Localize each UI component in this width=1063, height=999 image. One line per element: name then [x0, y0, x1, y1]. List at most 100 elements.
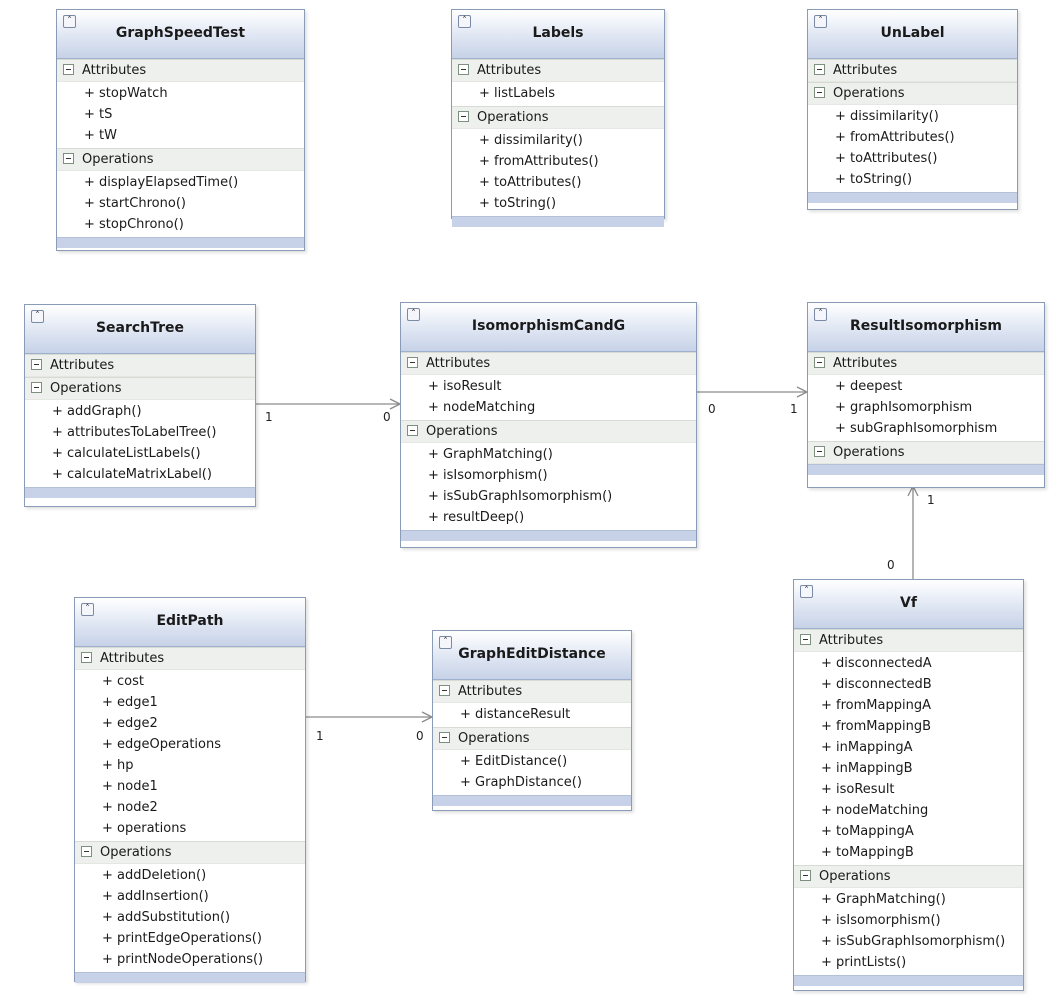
minus-box-icon[interactable]	[63, 64, 74, 75]
attribute-item[interactable]: + inMappingB	[821, 761, 913, 776]
attributes-section-header[interactable]: Attributes	[452, 59, 664, 82]
attribute-item[interactable]: + fromMappingA	[821, 698, 931, 713]
attributes-section-header[interactable]: Attributes	[57, 59, 304, 82]
class-unlabel[interactable]: ˄ UnLabel Attributes Operations + dissim…	[807, 9, 1018, 210]
minus-box-icon[interactable]	[800, 870, 811, 881]
operation-item[interactable]: + EditDistance()	[460, 754, 568, 769]
operation-item[interactable]: + addDeletion()	[102, 868, 207, 883]
attribute-item[interactable]: + isoResult	[428, 379, 502, 394]
class-labels[interactable]: ˄ Labels Attributes + listLabels Operati…	[451, 9, 665, 227]
operations-section-header[interactable]: Operations	[808, 82, 1017, 105]
double-chevron-up-icon[interactable]: ˄	[63, 15, 76, 28]
operation-item[interactable]: + GraphMatching()	[821, 892, 946, 907]
attributes-section-header[interactable]: Attributes	[794, 629, 1023, 652]
minus-box-icon[interactable]	[81, 652, 92, 663]
minus-box-icon[interactable]	[814, 446, 825, 457]
operation-item[interactable]: + printEdgeOperations()	[102, 931, 262, 946]
minus-box-icon[interactable]	[407, 425, 418, 436]
attribute-item[interactable]: + hp	[102, 758, 134, 773]
operations-section-header[interactable]: Operations	[57, 148, 304, 171]
class-isomorphismcandg[interactable]: ˄ IsomorphismCandG Attributes + isoResul…	[400, 302, 697, 548]
operation-item[interactable]: + fromAttributes()	[479, 154, 599, 169]
attributes-section-header[interactable]: Attributes	[808, 59, 1017, 82]
operation-item[interactable]: + addInsertion()	[102, 889, 209, 904]
class-editpath[interactable]: ˄ EditPath Attributes + cost + edge1 + e…	[74, 597, 306, 983]
operation-item[interactable]: + isIsomorphism()	[428, 468, 548, 483]
minus-box-icon[interactable]	[439, 685, 450, 696]
operation-item[interactable]: + isSubGraphIsomorphism()	[821, 934, 1006, 949]
attributes-section-header[interactable]: Attributes	[25, 354, 255, 377]
operations-section-header[interactable]: Operations	[25, 377, 255, 400]
operation-item[interactable]: + displayElapsedTime()	[84, 175, 239, 190]
attribute-item[interactable]: + nodeMatching	[821, 803, 929, 818]
double-chevron-up-icon[interactable]: ˄	[407, 308, 420, 321]
attribute-item[interactable]: + graphIsomorphism	[835, 400, 973, 415]
minus-box-icon[interactable]	[439, 732, 450, 743]
operations-section-header[interactable]: Operations	[808, 441, 1044, 464]
double-chevron-up-icon[interactable]: ˄	[439, 636, 452, 649]
attribute-item[interactable]: + nodeMatching	[428, 400, 536, 415]
operation-item[interactable]: + addGraph()	[52, 404, 142, 419]
minus-box-icon[interactable]	[458, 111, 469, 122]
class-graphspeedtest[interactable]: ˄ GraphSpeedTest Attributes + stopWatch …	[56, 9, 305, 251]
attribute-item[interactable]: + node2	[102, 800, 158, 815]
operation-item[interactable]: + GraphMatching()	[428, 447, 553, 462]
minus-box-icon[interactable]	[814, 357, 825, 368]
attribute-item[interactable]: + cost	[102, 674, 144, 689]
class-grapheditdistance[interactable]: ˄ GraphEditDistance Attributes + distanc…	[432, 630, 632, 811]
double-chevron-up-icon[interactable]: ˄	[800, 585, 813, 598]
attribute-item[interactable]: + isoResult	[821, 782, 895, 797]
attribute-item[interactable]: + fromMappingB	[821, 719, 931, 734]
minus-box-icon[interactable]	[63, 153, 74, 164]
double-chevron-up-icon[interactable]: ˄	[458, 15, 471, 28]
operation-item[interactable]: + printLists()	[821, 955, 907, 970]
operation-item[interactable]: + dissimilarity()	[479, 133, 583, 148]
attribute-item[interactable]: + toMappingA	[821, 824, 914, 839]
class-searchtree[interactable]: ˄ SearchTree Attributes Operations + add…	[24, 304, 256, 507]
operation-item[interactable]: + stopChrono()	[84, 217, 184, 232]
operations-section-header[interactable]: Operations	[433, 727, 631, 750]
operation-item[interactable]: + isSubGraphIsomorphism()	[428, 489, 613, 504]
attributes-section-header[interactable]: Attributes	[401, 352, 696, 375]
minus-box-icon[interactable]	[800, 634, 811, 645]
attribute-item[interactable]: + deepest	[835, 379, 903, 394]
operation-item[interactable]: + dissimilarity()	[835, 109, 939, 124]
operation-item[interactable]: + calculateListLabels()	[52, 446, 201, 461]
minus-box-icon[interactable]	[31, 382, 42, 393]
minus-box-icon[interactable]	[407, 357, 418, 368]
attribute-item[interactable]: + inMappingA	[821, 740, 913, 755]
operations-section-header[interactable]: Operations	[794, 865, 1023, 888]
attribute-item[interactable]: + distanceResult	[460, 707, 571, 722]
operation-item[interactable]: + fromAttributes()	[835, 130, 955, 145]
double-chevron-up-icon[interactable]: ˄	[814, 308, 827, 321]
operation-item[interactable]: + printNodeOperations()	[102, 952, 264, 967]
minus-box-icon[interactable]	[81, 846, 92, 857]
operation-item[interactable]: + isIsomorphism()	[821, 913, 941, 928]
operation-item[interactable]: + toAttributes()	[479, 175, 582, 190]
operation-item[interactable]: + toString()	[479, 196, 557, 211]
operation-item[interactable]: + toString()	[835, 172, 913, 187]
attribute-item[interactable]: + edge1	[102, 695, 158, 710]
attribute-item[interactable]: + operations	[102, 821, 187, 836]
attribute-item[interactable]: + subGraphIsomorphism	[835, 421, 998, 436]
class-vf[interactable]: ˄ Vf Attributes + disconnectedA + discon…	[793, 579, 1024, 991]
attributes-section-header[interactable]: Attributes	[75, 647, 305, 670]
operation-item[interactable]: + resultDeep()	[428, 510, 525, 525]
operation-item[interactable]: + GraphDistance()	[460, 775, 582, 790]
attribute-item[interactable]: + listLabels	[479, 86, 555, 101]
operation-item[interactable]: + addSubstitution()	[102, 910, 231, 925]
attributes-section-header[interactable]: Attributes	[433, 680, 631, 703]
operation-item[interactable]: + calculateMatrixLabel()	[52, 467, 212, 482]
operations-section-header[interactable]: Operations	[401, 420, 696, 443]
attribute-item[interactable]: + edgeOperations	[102, 737, 221, 752]
minus-box-icon[interactable]	[31, 359, 42, 370]
attribute-item[interactable]: + disconnectedA	[821, 656, 932, 671]
operations-section-header[interactable]: Operations	[452, 106, 664, 129]
operation-item[interactable]: + toAttributes()	[835, 151, 938, 166]
attribute-item[interactable]: + tS	[84, 107, 113, 122]
operations-section-header[interactable]: Operations	[75, 841, 305, 864]
double-chevron-up-icon[interactable]: ˄	[814, 15, 827, 28]
double-chevron-up-icon[interactable]: ˄	[81, 603, 94, 616]
minus-box-icon[interactable]	[814, 87, 825, 98]
attribute-item[interactable]: + toMappingB	[821, 845, 914, 860]
